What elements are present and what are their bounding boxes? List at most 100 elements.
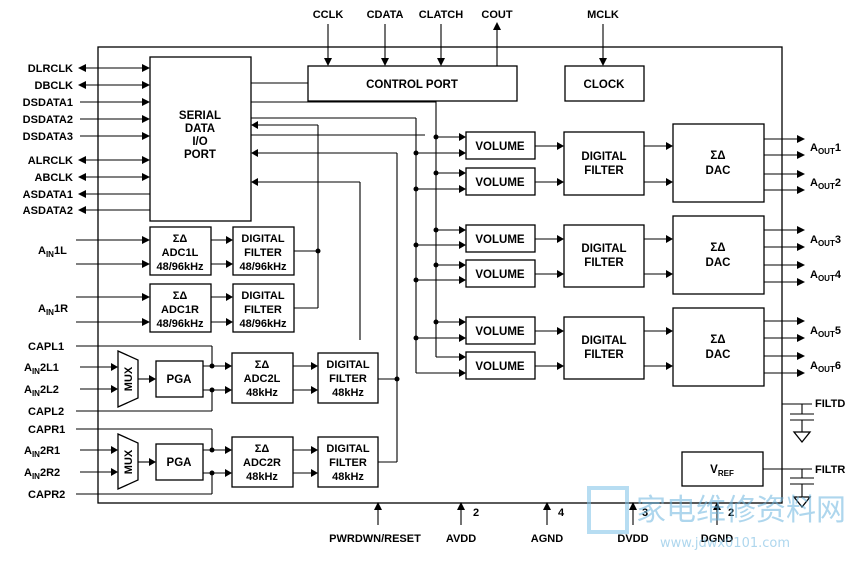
svg-text:AOUT4: AOUT4 (810, 269, 842, 283)
svg-text:48/96kHz: 48/96kHz (239, 318, 287, 330)
svg-text:DAC: DAC (706, 257, 731, 269)
svg-text:DIGITAL: DIGITAL (581, 243, 626, 255)
svg-text:AIN2R1: AIN2R1 (24, 445, 60, 459)
adc2r-name: ADC2R (243, 457, 281, 469)
svg-text:48kHz: 48kHz (246, 387, 278, 399)
dac-block-3 (672, 307, 765, 387)
svg-text:FILTER: FILTER (244, 304, 282, 316)
ain2-labels: AIN2L1 AIN2L2 AIN2R1 AIN2R2 (24, 362, 60, 481)
agnd-count: 4 (558, 507, 565, 519)
pga-right-label: PGA (167, 457, 192, 469)
svg-text:VOLUME: VOLUME (475, 361, 525, 373)
pin-cdata: CDATA (367, 9, 404, 21)
control-port-block (307, 65, 518, 102)
pin-avdd: AVDD (446, 533, 476, 545)
svg-text:DAC: DAC (706, 349, 731, 361)
pin-dsdata1: DSDATA1 (23, 97, 73, 109)
adc2r-block (231, 436, 294, 488)
cap-pins: CAPL1 CAPL2 CAPR1 CAPR2 (28, 341, 65, 501)
svg-text:ΣΔ: ΣΔ (710, 242, 725, 254)
volume-block-1 (465, 131, 536, 160)
adc1l-rate: 48/96kHz (156, 261, 204, 273)
adc1r-block (149, 283, 212, 333)
pga-right-block (155, 443, 204, 481)
pin-dsdata2: DSDATA2 (23, 114, 73, 126)
pin-capl1: CAPL1 (28, 341, 64, 353)
adc1r-name: ADC1R (161, 304, 199, 316)
svg-text:VOLUME: VOLUME (475, 269, 525, 281)
pin-abclk: ABCLK (35, 172, 74, 184)
mux-left (117, 349, 139, 409)
pin-capr1: CAPR1 (28, 424, 65, 436)
svg-text:AIN1R: AIN1R (38, 303, 68, 317)
svg-text:AIN2R2: AIN2R2 (24, 467, 60, 481)
pin-agnd: AGND (531, 533, 563, 545)
pin-dvdd: DVDD (617, 533, 648, 545)
svg-text:FILTER: FILTER (244, 247, 282, 259)
aout-labels: AOUT1 AOUT2 AOUT3 AOUT4 AOUT5 AOUT6 (810, 142, 842, 374)
control-port-label: CONTROL PORT (366, 79, 458, 91)
svg-text:VOLUME: VOLUME (475, 234, 525, 246)
svg-text:FILTER: FILTER (584, 257, 624, 269)
mux-right (117, 432, 139, 491)
adc1l-block (149, 226, 212, 276)
dac-block-2 (672, 215, 765, 295)
pin-capl2: CAPL2 (28, 406, 64, 418)
ain1r-label: AIN1R (38, 303, 68, 317)
pin-dlrclk: DLRCLK (28, 63, 73, 75)
pin-mclk: MCLK (587, 9, 619, 21)
pin-asdata1: ASDATA1 (23, 189, 73, 201)
serial-data-io-port-block (149, 56, 252, 222)
svg-text:48kHz: 48kHz (332, 471, 364, 483)
svg-text:FILTER: FILTER (584, 165, 624, 177)
vref-label: VREF (710, 464, 734, 478)
volume-block-5 (465, 316, 536, 345)
svg-text:ΣΔ: ΣΔ (173, 290, 188, 302)
clock-label: CLOCK (584, 79, 626, 91)
svg-text:DIGITAL: DIGITAL (241, 290, 284, 302)
svg-text:AOUT5: AOUT5 (810, 325, 841, 339)
adc1l-filter-block (232, 226, 295, 276)
watermark: 家电维修资料网 www.jdwx0101.com (587, 486, 846, 551)
adc1l-sigma: ΣΔ (173, 233, 188, 245)
left-pins: DLRCLK DBCLK DSDATA1 DSDATA2 DSDATA3 ALR… (23, 63, 73, 217)
clock-block (564, 65, 645, 102)
pin-cclk: CCLK (313, 9, 344, 21)
bottom-pins: PWRDWN/RESET AVDD AGND DVDD DGND (329, 533, 733, 545)
watermark-cn: 家电维修资料网 (636, 493, 846, 528)
svg-text:DIGITAL: DIGITAL (241, 233, 284, 245)
pin-alrclk: ALRCLK (28, 155, 73, 167)
adc1l-name: ADC1L (162, 247, 199, 259)
dac-filter-block-2 (563, 224, 645, 288)
mux-right-label: MUX (123, 449, 135, 474)
adc1r-filter-block (232, 283, 295, 333)
serial-label-4: PORT (184, 149, 216, 161)
svg-text:AOUT6: AOUT6 (810, 360, 841, 374)
dac-filter-block-1 (563, 131, 645, 196)
adc2l-name: ADC2L (244, 373, 281, 385)
svg-text:ΣΔ: ΣΔ (710, 334, 725, 346)
svg-text:AIN2L1: AIN2L1 (24, 362, 59, 376)
volume-block-3 (465, 224, 536, 253)
svg-text:AOUT3: AOUT3 (810, 234, 841, 248)
svg-text:FILTER: FILTER (584, 349, 624, 361)
top-pins: CCLK CDATA CLATCH COUT MCLK (313, 9, 619, 21)
pga-left-block (155, 360, 204, 398)
svg-text:DIGITAL: DIGITAL (581, 151, 626, 163)
svg-text:DIGITAL: DIGITAL (326, 359, 369, 371)
svg-text:FILTER: FILTER (329, 373, 367, 385)
avdd-count: 2 (473, 507, 479, 519)
svg-text:48kHz: 48kHz (332, 387, 364, 399)
svg-text:AOUT1: AOUT1 (810, 142, 841, 156)
watermark-url: www.jdwx0101.com (660, 536, 790, 551)
svg-text:VOLUME: VOLUME (475, 141, 525, 153)
pin-dgnd: DGND (701, 533, 733, 545)
dvdd-count: 3 (642, 507, 648, 519)
pin-asdata2: ASDATA2 (23, 205, 73, 217)
svg-text:ΣΔ: ΣΔ (255, 359, 270, 371)
svg-text:ΣΔ: ΣΔ (255, 443, 270, 455)
dac-filter-block-3 (563, 316, 645, 380)
svg-text:FILTER: FILTER (329, 457, 367, 469)
svg-text:48kHz: 48kHz (246, 471, 278, 483)
